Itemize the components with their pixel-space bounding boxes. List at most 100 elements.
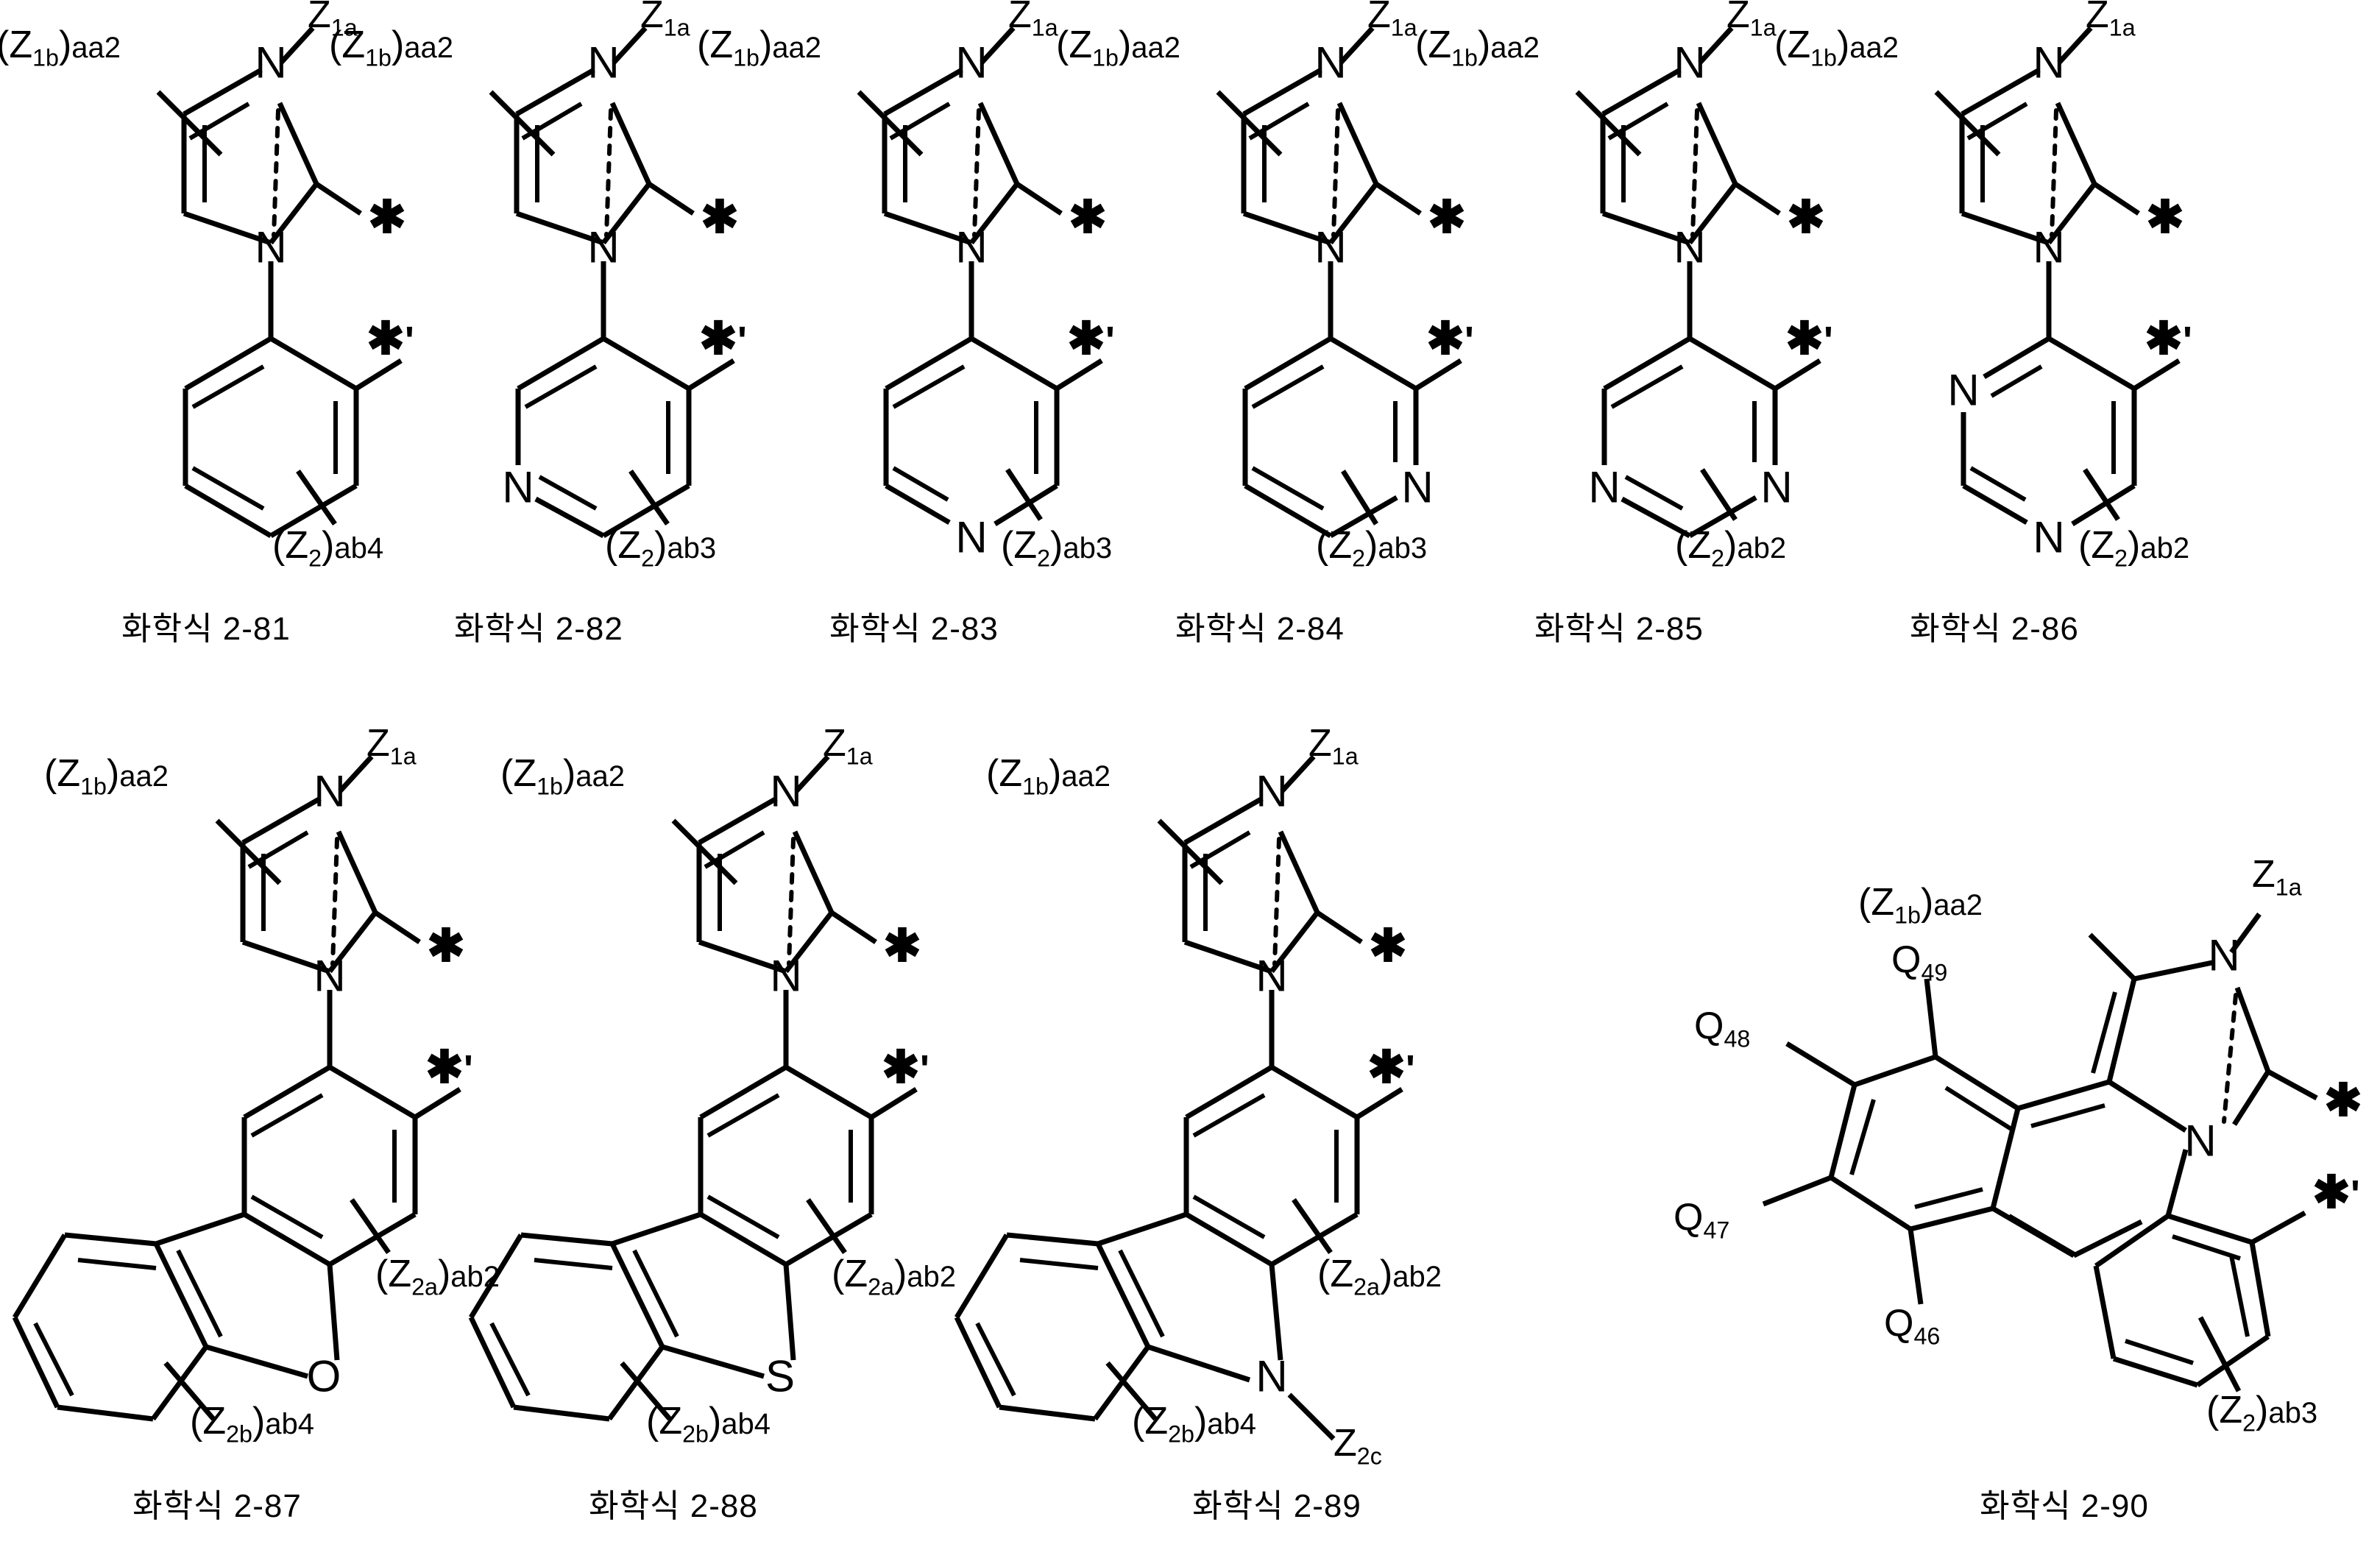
- label-z2-2-81: (Z2)ab4: [272, 524, 384, 572]
- atom-n-bottom: N: [1314, 223, 1346, 272]
- structure-2-87: N N O (Z1b)aa2 Z1a ✱ ✱' (Z2a)ab2 (Z2b)ab…: [12, 724, 545, 1472]
- label-star-2-82: ✱: [701, 192, 739, 243]
- structure-2-85-drawing: N N N N: [1575, 26, 1821, 539]
- label-z1a-2-86: Z1a: [2086, 0, 2136, 41]
- caption-2-90: 화학식 2-90: [1980, 1488, 2149, 1524]
- label-z1a-2-84: Z1a: [1367, 0, 1417, 41]
- label-z1b-2-81: (Z1b)aa2: [0, 24, 121, 71]
- atom-n-bottom: N: [770, 952, 801, 1001]
- atom-n-top: N: [255, 38, 286, 88]
- atom-n-aryl-left: N: [1947, 366, 1979, 415]
- structure-2-85: N N N N (Z1b)aa2 Z1a ✱ ✱' (Z2)ab2: [1415, 0, 1833, 589]
- label-z1b-2-84: (Z1b)aa2: [1056, 24, 1181, 71]
- caption-2-83: 화학식 2-83: [829, 611, 999, 647]
- label-z2c-2-89: Z2c: [1334, 1422, 1382, 1470]
- label-q48-2-90: Q48: [1694, 1005, 1751, 1052]
- label-star-2-86: ✱: [2146, 192, 2184, 243]
- label-z2-2-85: (Z2)ab2: [1675, 524, 1787, 572]
- structure-2-89: N N N (Z1b)aa2 Z1a ✱ ✱' (Z2a)ab2 (Z2b)ab…: [954, 724, 1531, 1472]
- label-z1b-2-86: (Z1b)aa2: [1774, 24, 1899, 71]
- label-z2-2-86: (Z2)ab2: [2078, 524, 2190, 572]
- structure-2-90-drawing: N N: [1762, 912, 2318, 1392]
- label-star-2-90: ✱: [2324, 1075, 2362, 1126]
- structure-2-81: N N (Z1b)aa2 Z1a ✱ ✱' (Z2)ab4: [0, 0, 414, 589]
- label-star-2-88: ✱: [883, 921, 921, 971]
- label-star-prime-2-81: ✱': [366, 314, 414, 364]
- caption-2-81: 화학식 2-81: [121, 611, 291, 647]
- label-z1b-2-82: (Z1b)aa2: [329, 24, 454, 71]
- structure-2-84: N N N (Z1b)aa2 Z1a ✱ ✱' (Z2)ab3: [1056, 0, 1474, 589]
- label-star-prime-2-85: ✱': [1785, 314, 1833, 364]
- label-q49-2-90: Q49: [1891, 938, 1948, 986]
- atom-n-imidazole-top: N: [2208, 931, 2239, 980]
- atom-n-aryl-left: N: [1588, 463, 1620, 512]
- label-star-prime-2-83: ✱': [1067, 314, 1115, 364]
- label-star-prime-2-90: ✱': [2312, 1167, 2360, 1218]
- caption-2-84: 화학식 2-84: [1175, 611, 1345, 647]
- atom-n-aryl-bottom: N: [2033, 513, 2064, 562]
- atom-o-bridge: O: [307, 1352, 341, 1401]
- label-z1b-2-88: (Z1b)aa2: [500, 752, 626, 800]
- atom-n-bottom: N: [1255, 952, 1287, 1001]
- label-star-prime-2-82: ✱': [699, 314, 747, 364]
- atom-n-top: N: [1674, 38, 1705, 88]
- label-z1a-2-82: Z1a: [640, 0, 690, 41]
- structure-2-84-drawing: N N N: [1216, 26, 1462, 539]
- label-z1a-2-88: Z1a: [823, 722, 873, 770]
- atom-n-aryl: N: [1401, 463, 1433, 512]
- label-z2-2-90: (Z2)ab3: [2206, 1389, 2318, 1437]
- atom-n-aryl: N: [502, 463, 534, 512]
- label-z2a-2-88: (Z2a)ab2: [832, 1253, 957, 1300]
- atom-n-top: N: [314, 767, 345, 816]
- label-star-prime-2-87: ✱': [425, 1042, 473, 1093]
- label-z1a-2-81: Z1a: [308, 0, 358, 41]
- label-star-prime-2-89: ✱': [1367, 1042, 1415, 1093]
- structure-2-90: N N (Z1b)aa2 Z1a ✱ ✱' Q49 Q48 Q47 Q46 (Z…: [1671, 810, 2377, 1472]
- label-star-2-87: ✱: [427, 921, 465, 971]
- atom-n-aryl-right: N: [1760, 463, 1792, 512]
- label-z2b-2-89: (Z2b)ab4: [1132, 1400, 1257, 1448]
- label-z2b-2-88: (Z2b)ab4: [646, 1400, 771, 1448]
- label-z2-2-84: (Z2)ab3: [1316, 524, 1428, 572]
- atom-n-bridge: N: [1255, 1352, 1287, 1401]
- structure-2-88: N N S (Z1b)aa2 Z1a ✱ ✱' (Z2a)ab2 (Z2b)ab…: [468, 724, 1001, 1472]
- label-star-2-89: ✱: [1369, 921, 1407, 971]
- atom-s-bridge: S: [765, 1352, 795, 1401]
- structure-2-89-drawing: N N N: [954, 754, 1403, 1441]
- label-z2a-2-89: (Z2a)ab2: [1317, 1253, 1442, 1300]
- label-star-2-84: ✱: [1428, 192, 1466, 243]
- label-z2b-2-87: (Z2b)ab4: [190, 1400, 315, 1448]
- caption-2-88: 화학식 2-88: [589, 1488, 758, 1524]
- atom-n-top: N: [955, 38, 987, 88]
- structure-2-83-drawing: N N N: [857, 26, 1103, 562]
- atom-n-bottom: N: [955, 223, 987, 272]
- atom-n-bottom: N: [1674, 223, 1705, 272]
- structure-2-88-drawing: N N S: [468, 754, 918, 1422]
- label-star-2-83: ✱: [1069, 192, 1107, 243]
- caption-2-86: 화학식 2-86: [1910, 611, 2079, 647]
- atom-n-top: N: [1255, 767, 1287, 816]
- label-z1a-2-89: Z1a: [1308, 722, 1359, 770]
- label-z1a-2-85: Z1a: [1726, 0, 1777, 41]
- label-z1b-2-83: (Z1b)aa2: [697, 24, 822, 71]
- label-z1a-2-87: Z1a: [366, 722, 417, 770]
- label-z1b-2-85: (Z1b)aa2: [1415, 24, 1540, 71]
- caption-2-82: 화학식 2-82: [454, 611, 623, 647]
- structure-2-83: N N N (Z1b)aa2 Z1a ✱ ✱' (Z2)ab3: [697, 0, 1115, 589]
- atom-n-top: N: [770, 767, 801, 816]
- label-q46-2-90: Q46: [1884, 1302, 1941, 1350]
- caption-2-89: 화학식 2-89: [1192, 1488, 1361, 1524]
- label-star-prime-2-84: ✱': [1426, 314, 1474, 364]
- caption-2-85: 화학식 2-85: [1534, 611, 1704, 647]
- label-z1b-2-90: (Z1b)aa2: [1858, 881, 1983, 929]
- caption-2-87: 화학식 2-87: [132, 1488, 302, 1524]
- atom-n-bottom: N: [314, 952, 345, 1001]
- label-z1b-2-89: (Z1b)aa2: [986, 752, 1111, 800]
- atom-n-aryl: N: [955, 513, 987, 562]
- label-z2-2-83: (Z2)ab3: [1001, 524, 1113, 572]
- structure-2-82: N N N (Z1b)aa2 Z1a ✱ ✱' (Z2)ab3: [329, 0, 747, 589]
- label-star-prime-2-88: ✱': [882, 1042, 929, 1093]
- label-z2a-2-87: (Z2a)ab2: [375, 1253, 500, 1300]
- label-star-2-85: ✱: [1787, 192, 1825, 243]
